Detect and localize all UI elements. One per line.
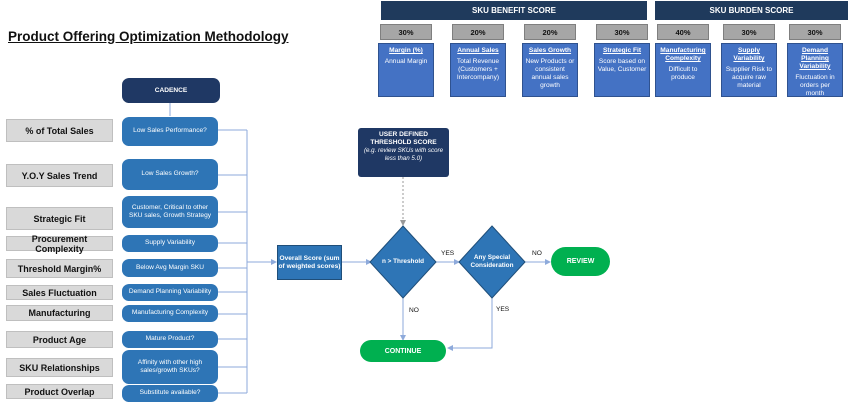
score-card-description: Annual Margin xyxy=(384,57,428,65)
score-card: Margin (%) Annual Margin xyxy=(378,43,434,97)
criterion-label: Threshold Margin% xyxy=(6,259,113,278)
criterion-label: SKU Relationships xyxy=(6,358,113,377)
criterion-label: % of Total Sales xyxy=(6,119,113,142)
criterion-label: Product Age xyxy=(6,331,113,348)
weight-percent: 30% xyxy=(596,24,648,40)
review-terminal: REVIEW xyxy=(551,247,610,276)
benefit-score-header: SKU BENEFIT SCORE xyxy=(381,1,647,20)
score-card-heading: Sales Growth xyxy=(528,47,572,54)
decision-special-label: Any Special Consideration xyxy=(470,254,514,269)
criterion-label: Procurement Complexity xyxy=(6,234,113,254)
decision-threshold-label: n > Threshold xyxy=(381,258,425,266)
criterion-label: Product Overlap xyxy=(6,384,113,399)
criterion-label: Y.O.Y Sales Trend xyxy=(6,164,113,187)
weight-percent: 30% xyxy=(723,24,775,40)
criterion-question: Demand Planning Variability xyxy=(122,284,218,301)
decision-diamond-threshold xyxy=(369,225,437,299)
criterion-question: Substitute available? xyxy=(122,385,218,402)
page-title: Product Offering Optimization Methodolog… xyxy=(8,29,289,44)
score-card-heading: Demand Planning Variability xyxy=(799,47,831,70)
threshold-box: USER DEFINED THRESHOLD SCORE (e.g. revie… xyxy=(358,128,449,177)
score-card-heading: Margin (%) xyxy=(389,47,423,54)
weight-percent: 40% xyxy=(657,24,709,40)
threshold-note: (e.g. review SKUs with score less than 5… xyxy=(363,147,444,163)
score-card-heading: Annual Sales xyxy=(457,47,499,54)
score-card-description: Score based on Value, Customer xyxy=(597,57,647,73)
edge-label-yes-special: YES xyxy=(496,306,510,313)
score-card-description: Fluctuation in orders per month xyxy=(795,73,835,97)
score-card-description: Supplier Risk to acquire raw material xyxy=(725,65,773,89)
weight-percent: 20% xyxy=(524,24,576,40)
score-card-description: New Products or consistent annual sales … xyxy=(525,57,575,89)
score-card-description: Total Revenue (Customers + Intercompany) xyxy=(456,57,500,81)
score-card-heading: Manufacturing Complexity xyxy=(660,47,706,62)
criterion-label: Manufacturing xyxy=(6,305,113,321)
continue-terminal: CONTINUE xyxy=(360,340,446,362)
criterion-question: Supply Variability xyxy=(122,235,218,252)
criterion-question: Customer, Critical to other SKU sales, G… xyxy=(122,196,218,228)
criterion-question: Below Avg Margin SKU xyxy=(122,259,218,277)
weight-percent: 30% xyxy=(380,24,432,40)
threshold-title: USER DEFINED THRESHOLD SCORE xyxy=(370,131,437,147)
criterion-label: Sales Fluctuation xyxy=(6,285,113,300)
weight-percent: 30% xyxy=(789,24,841,40)
score-card-heading: Supply Variability xyxy=(733,47,765,62)
decision-diamond-special xyxy=(458,225,526,299)
criterion-question: Affinity with other high sales/growth SK… xyxy=(122,350,218,384)
criterion-question: Manufacturing Complexity xyxy=(122,305,218,322)
weight-percent: 20% xyxy=(452,24,504,40)
criterion-label: Strategic Fit xyxy=(6,207,113,230)
criterion-question: Mature Product? xyxy=(122,331,218,348)
score-card-description: Difficult to produce xyxy=(668,65,698,81)
cadence-box: CADENCE xyxy=(122,78,220,103)
overall-score-box: Overall Score (sum of weighted scores) xyxy=(277,245,342,280)
edge-label-no-special: NO xyxy=(532,250,542,257)
burden-score-header: SKU BURDEN SCORE xyxy=(655,1,848,20)
edge-label-yes-threshold: YES xyxy=(441,250,455,257)
criterion-question: Low Sales Performance? xyxy=(122,117,218,146)
criterion-question: Low Sales Growth? xyxy=(122,159,218,190)
score-card-heading: Strategic Fit xyxy=(602,47,642,54)
edge-label-no-threshold: NO xyxy=(409,307,419,314)
